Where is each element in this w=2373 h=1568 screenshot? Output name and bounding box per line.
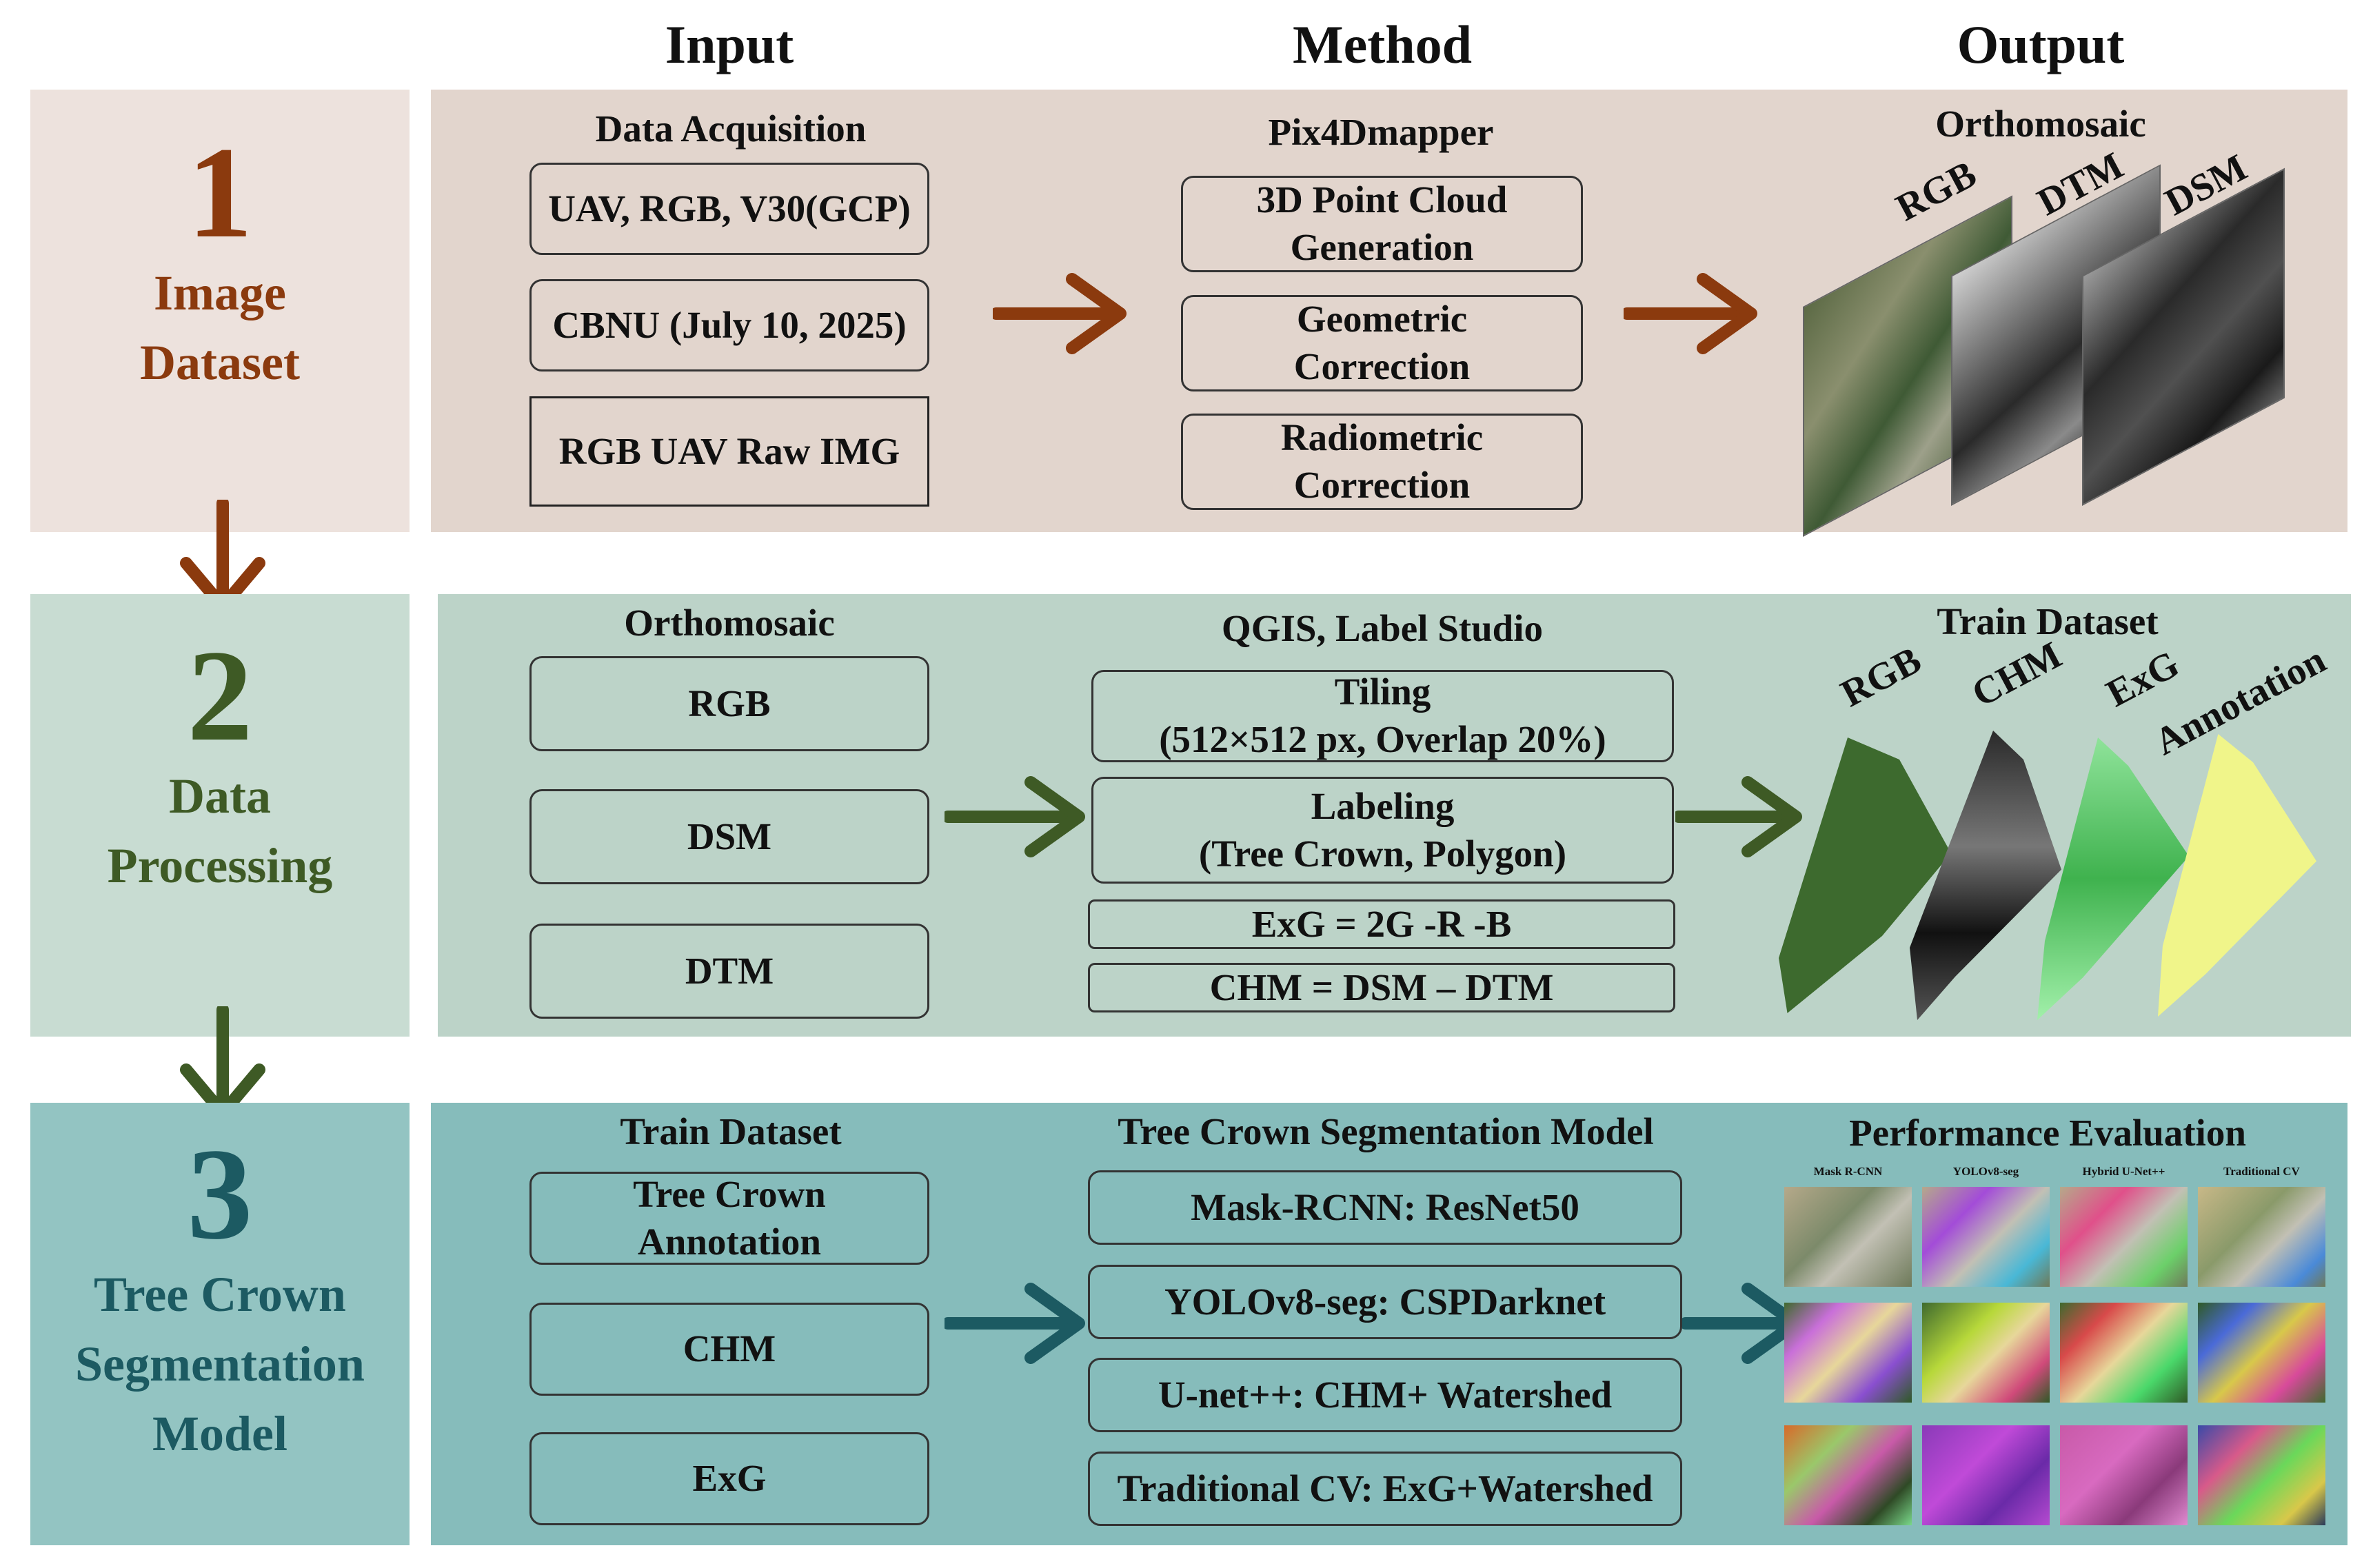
stage3-col-label-unet: Hybrid U-Net++ <box>2082 1165 2165 1178</box>
stage3-result-tile <box>1922 1425 2050 1525</box>
stage2-arrow-input-to-method <box>945 775 1089 858</box>
stage3-result-tile <box>2198 1303 2325 1403</box>
stage3-input-exg: ExG <box>529 1432 929 1525</box>
stage3-method-mask-rcnn: Mask-RCNN: ResNet50 <box>1088 1170 1682 1245</box>
stage3-result-tile <box>2060 1187 2188 1287</box>
stage2-left-panel <box>30 594 410 1037</box>
stage1-input-cbnu: CBNU (July 10, 2025) <box>529 279 929 371</box>
stage3-result-tile <box>2198 1187 2325 1287</box>
column-header-method: Method <box>1293 14 1472 74</box>
stage1-left-panel <box>30 90 410 532</box>
stage1-method-point-cloud: 3D Point Cloud Generation <box>1181 176 1583 272</box>
stage2-method-labeling: Labeling (Tree Crown, Polygon) <box>1091 777 1674 884</box>
stage3-col-label-yolov8: YOLOv8-seg <box>1952 1165 2019 1178</box>
stage3-method-yolov8: YOLOv8-seg: CSPDarknet <box>1088 1265 1682 1339</box>
stage2-method-tiling: Tiling (512×512 px, Overlap 20%) <box>1091 670 1674 762</box>
stage1-input-raw-img: RGB UAV Raw IMG <box>529 396 929 507</box>
stage3-col-label-traditional: Traditional CV <box>2223 1165 2300 1178</box>
stage3-result-tile <box>2060 1303 2188 1403</box>
stage1-input-title: Data Acquisition <box>595 108 867 150</box>
stage3-result-tile <box>1784 1425 1912 1525</box>
stage3-output-title: Performance Evaluation <box>1849 1112 2246 1154</box>
stage2-input-title: Orthomosaic <box>624 602 835 644</box>
stage3-method-traditional: Traditional CV: ExG+Watershed <box>1088 1452 1682 1526</box>
stage3-number: 3 <box>187 1122 253 1267</box>
stage3-method-unet: U-net++: CHM+ Watershed <box>1088 1358 1682 1432</box>
stage1-label-group: 1 Image Dataset <box>30 128 410 398</box>
stage1-arrow-method-to-output <box>1624 272 1761 355</box>
stage3-input-annotation: Tree Crown Annotation <box>529 1172 929 1265</box>
stage3-arrow-input-to-method <box>945 1282 1089 1365</box>
stage3-name: Tree Crown Segmentation Model <box>75 1267 365 1461</box>
stage3-input-title: Train Dataset <box>620 1110 842 1152</box>
stage2-method-chm: CHM = DSM – DTM <box>1088 963 1675 1012</box>
stage3-col-label-mask-rcnn: Mask R-CNN <box>1813 1165 1883 1178</box>
column-header-input: Input <box>665 14 794 74</box>
stage2-label-group: 2 Data Processing <box>30 631 410 901</box>
stage1-method-title: Pix4Dmapper <box>1268 111 1494 153</box>
stage1-method-radiometric: Radiometric Correction <box>1181 414 1583 510</box>
stage1-number: 1 <box>187 121 253 265</box>
stage3-result-tile <box>1784 1303 1912 1403</box>
stage3-method-title: Tree Crown Segmentation Model <box>1118 1110 1654 1152</box>
stage2-name: Data Processing <box>107 768 333 893</box>
stage3-label-group: 3 Tree Crown Segmentation Model <box>30 1129 410 1468</box>
stage1-output-title: Orthomosaic <box>1935 103 2146 145</box>
stage1-name: Image Dataset <box>140 265 300 390</box>
stage2-output-title: Train Dataset <box>1937 600 2159 642</box>
stage1-input-uav: UAV, RGB, V30(GCP) <box>529 163 929 255</box>
stage3-result-tile <box>1922 1187 2050 1287</box>
stage2-number: 2 <box>187 624 253 768</box>
stage3-input-chm: CHM <box>529 1303 929 1396</box>
stage1-method-geometric: Geometric Correction <box>1181 295 1583 391</box>
stage3-result-tile <box>1784 1187 1912 1287</box>
stage2-method-title: QGIS, Label Studio <box>1221 607 1544 649</box>
stage3-left-panel <box>30 1103 410 1545</box>
stage3-result-tile <box>2060 1425 2188 1525</box>
stage2-input-rgb: RGB <box>529 656 929 751</box>
stage2-input-dtm: DTM <box>529 924 929 1019</box>
column-header-output: Output <box>1957 14 2125 74</box>
stage3-result-tile <box>2198 1425 2325 1525</box>
stage2-arrow-method-to-output <box>1675 775 1806 858</box>
stage1-arrow-input-to-method <box>993 272 1131 355</box>
stage2-input-dsm: DSM <box>529 789 929 884</box>
stage2-method-exg: ExG = 2G -R -B <box>1088 899 1675 949</box>
stage3-result-tile <box>1922 1303 2050 1403</box>
